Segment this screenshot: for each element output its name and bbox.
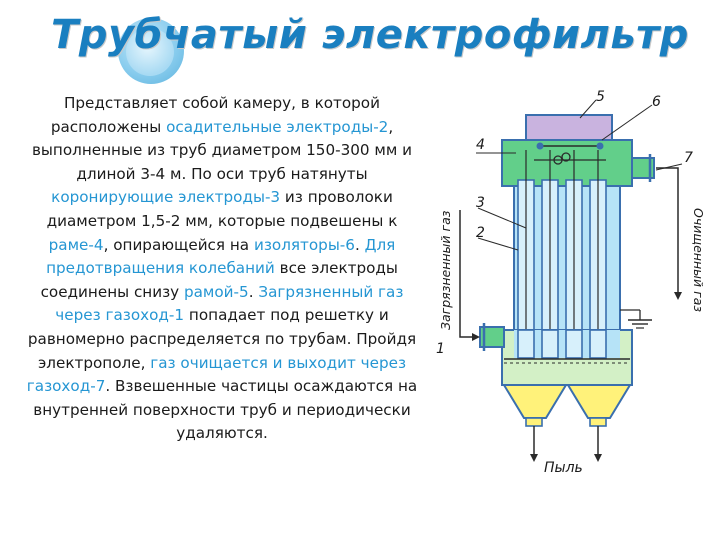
inlet-duct xyxy=(479,326,505,348)
text-segment: все электроды соединены снизу xyxy=(40,259,398,301)
hopper-right xyxy=(566,384,632,419)
highlighted-term: Для предотвращения колебаний xyxy=(46,235,396,278)
tube-3-lower xyxy=(565,329,583,359)
text-segment: , выполненные из труб диаметром 150-300 … xyxy=(31,117,413,183)
text-segment: . Взвешенные частицы осаждаются на внутр… xyxy=(33,377,418,443)
highlighted-term: Загрязненный газ через газоход-1 xyxy=(55,282,404,325)
electrofilter-diagram: Пыль Загрязненный газ Очищенный газ 6 5 … xyxy=(420,80,720,540)
dust-label: Пыль xyxy=(544,460,583,476)
hopper-right-neck xyxy=(589,417,607,427)
dirty-gas-label: Загрязненный газ xyxy=(438,210,453,330)
label-3: 3 xyxy=(476,195,485,211)
label-4: 4 xyxy=(476,137,485,153)
label-2: 2 xyxy=(476,225,485,241)
clean-gas-arrow xyxy=(656,167,682,300)
hanger-knot-2 xyxy=(561,152,571,162)
highlighted-term: осадительные электроды-2 xyxy=(166,117,389,136)
leader-6 xyxy=(601,104,653,141)
top-chamber xyxy=(501,139,633,187)
label-6: 6 xyxy=(652,94,661,110)
tube-1-lower xyxy=(517,329,535,359)
label-5: 5 xyxy=(596,89,605,105)
dirty-gas-arrow xyxy=(459,210,480,341)
leader-3 xyxy=(477,207,527,229)
description-paragraph: Представляет собой камеру, в которой рас… xyxy=(22,92,422,446)
insulator-box-front xyxy=(525,114,613,141)
label-1: 1 xyxy=(436,341,445,357)
hopper-left-neck xyxy=(525,417,543,427)
leader-2 xyxy=(477,237,519,251)
label-7: 7 xyxy=(684,150,693,166)
clean-gas-label: Очищенный газ xyxy=(691,208,706,312)
highlighted-term: коронирующие электроды-3 xyxy=(51,188,281,207)
hopper-left xyxy=(502,384,568,419)
tube-2-lower xyxy=(541,329,559,359)
highlighted-term: раме-4 xyxy=(48,235,104,254)
leader-7 xyxy=(655,163,683,171)
text-segment: Представляет собой камеру, в которой рас… xyxy=(50,94,380,136)
insulator-left xyxy=(536,142,544,150)
slide-title: Трубчатый электрофильтр xyxy=(51,12,689,58)
text-segment: , опирающейся на xyxy=(103,235,254,254)
highlighted-term: изоляторы-6 xyxy=(253,235,355,254)
highlighted-term: рамой-5 xyxy=(183,282,249,301)
diagram-svg: Пыль Загрязненный газ Очищенный газ 6 5 … xyxy=(436,89,706,476)
leader-5 xyxy=(579,99,597,119)
highlighted-term: газ очищается и выходит через газоход-7 xyxy=(26,353,407,396)
insulator-right xyxy=(596,142,604,150)
text-segment: попадает под решетку и равномерно распре… xyxy=(27,306,417,372)
tube-4-lower xyxy=(589,329,607,359)
decorative-circle-inner xyxy=(126,28,174,76)
text-segment: . xyxy=(354,235,365,254)
text-segment: . xyxy=(248,282,259,301)
text-segment: из проволоки диаметром 1,5-2 мм, которые… xyxy=(46,188,398,230)
outlet-duct xyxy=(631,157,655,179)
